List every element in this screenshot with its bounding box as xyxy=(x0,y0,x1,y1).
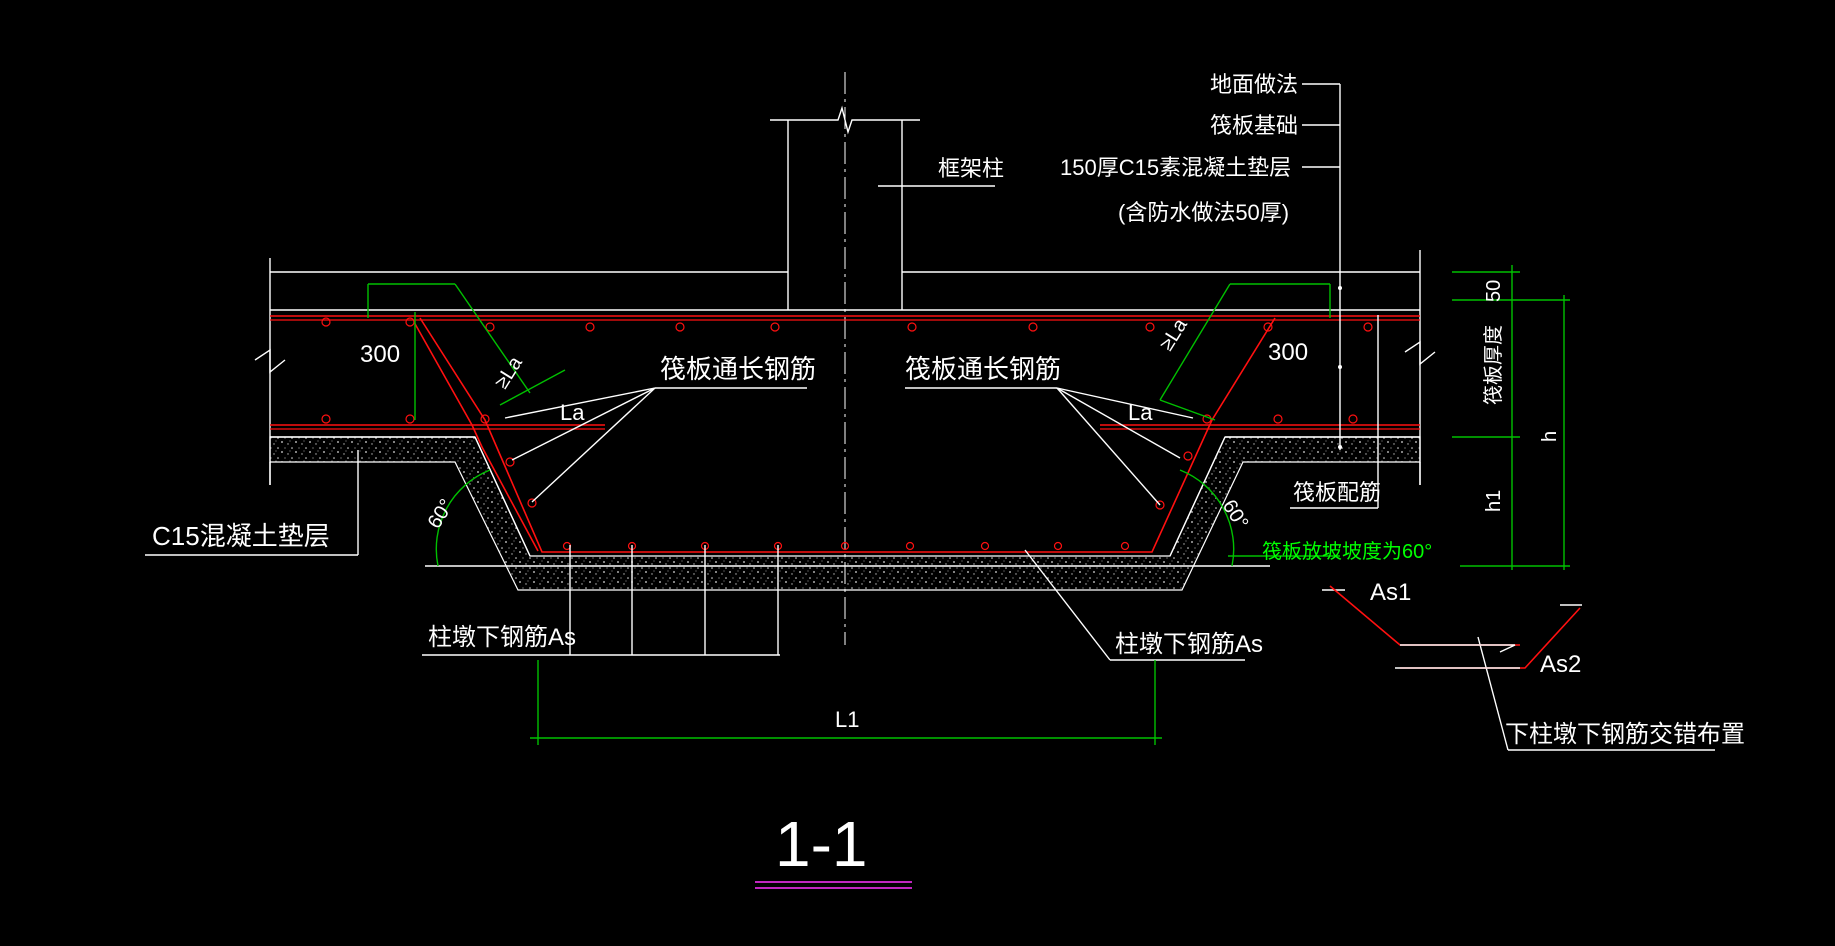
pier-bottom-rebar-right-label: 柱墩下钢筋As xyxy=(1115,631,1263,658)
layer-markers xyxy=(1302,83,1342,450)
slope-note-label: 筏板放坡坡度为60° xyxy=(1262,540,1432,563)
as2-label: As2 xyxy=(1540,651,1581,678)
pier-rebar xyxy=(413,317,1276,553)
leader-lines xyxy=(145,185,1715,751)
ge-la-left-label: ≥La xyxy=(491,352,528,393)
raft-through-rebar-right-label: 筏板通长钢筋 xyxy=(905,354,1061,384)
raft-top-rebar xyxy=(270,315,1420,321)
frame-column-label: 框架柱 xyxy=(938,156,1004,181)
staggered-note-label: 下柱墩下钢筋交错布置 xyxy=(1505,721,1745,748)
raft-foundation-label: 筏板基础 xyxy=(1210,113,1298,138)
rebar-dots xyxy=(321,317,1373,551)
dim-L1: L1 xyxy=(835,707,859,732)
ground-finish-label: 地面做法 xyxy=(1210,72,1298,97)
as1-label: As1 xyxy=(1370,579,1411,606)
raft-middle-rebar xyxy=(270,424,1420,430)
cushion-layer-label: 150厚C15素混凝土垫层 xyxy=(1060,155,1291,180)
staggered-rebar-schematic xyxy=(1322,585,1582,669)
dim-50: 50 xyxy=(1483,280,1505,302)
pier-bottom-rebar-left-label: 柱墩下钢筋As xyxy=(428,624,576,651)
raft-thickness-label: 筏板厚度 xyxy=(1482,325,1505,405)
dim-h: h xyxy=(1539,431,1561,442)
la-left-label: La xyxy=(560,400,585,425)
la-right-label: La xyxy=(1128,400,1153,425)
c15-cushion-label: C15混凝土垫层 xyxy=(152,521,330,551)
title-underline xyxy=(755,881,912,889)
raft-through-rebar-left-label: 筏板通长钢筋 xyxy=(660,354,816,384)
dimension-lines xyxy=(367,265,1570,745)
dim-h1: h1 xyxy=(1483,490,1505,512)
dim-300-left: 300 xyxy=(360,341,400,368)
frame-column xyxy=(770,72,920,645)
raft-rebar-label: 筏板配筋 xyxy=(1293,480,1381,505)
angle-left-label: 60° xyxy=(424,495,459,532)
section-title: 1-1 xyxy=(775,808,868,880)
cushion-note-label: (含防水做法50厚) xyxy=(1118,200,1289,225)
dim-300-right: 300 xyxy=(1268,339,1308,366)
